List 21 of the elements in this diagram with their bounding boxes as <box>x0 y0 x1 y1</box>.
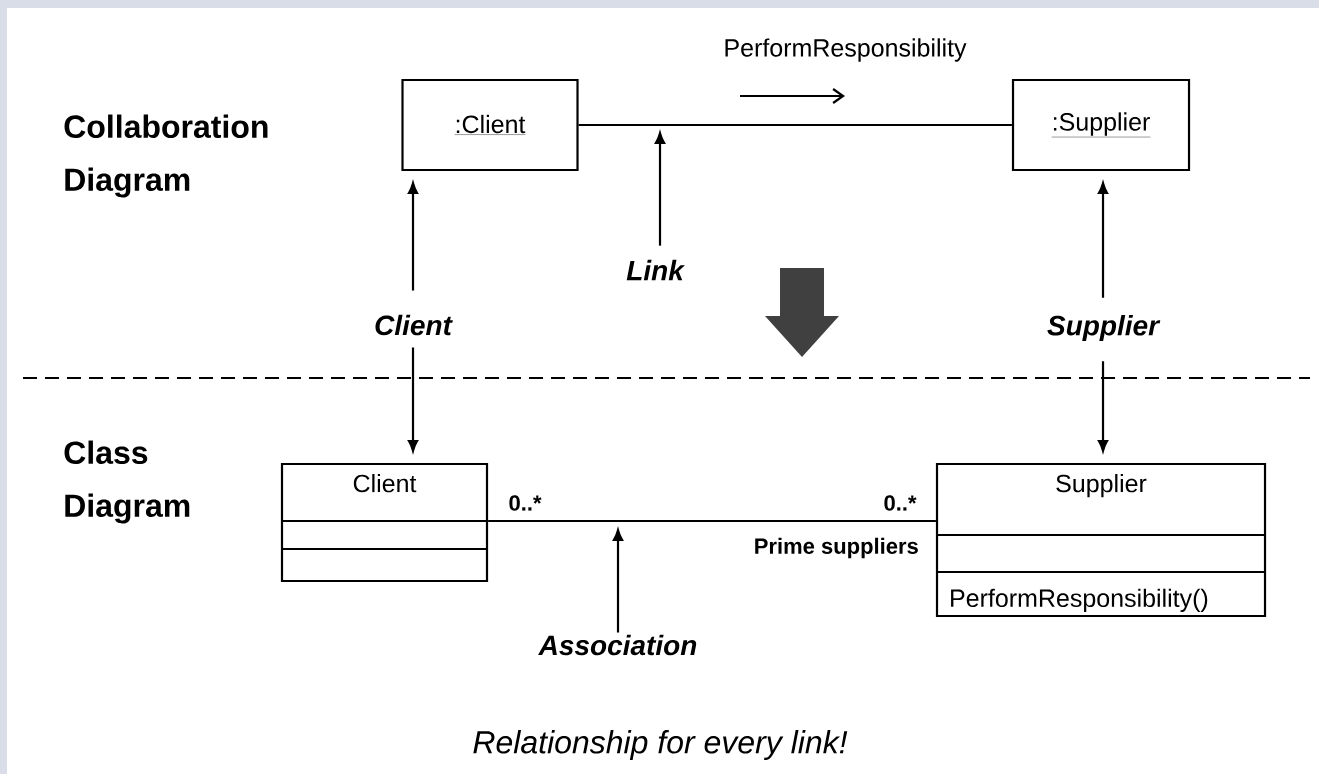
class-box: Supplier PerformResponsibility() <box>935 462 1267 618</box>
message-label: PerformResponsibility <box>721 36 969 64</box>
arrow <box>1097 182 1109 298</box>
multiplicity-label: 0..* <box>884 495 917 511</box>
class-box: Client <box>280 462 489 583</box>
role-label: Link <box>626 259 685 281</box>
object-box: :Supplier <box>1011 78 1191 172</box>
multiplicity-label: 0..* <box>509 495 542 511</box>
arrow <box>654 132 666 246</box>
caption: Relationship for every link! <box>473 730 848 760</box>
role-label: Supplier <box>1047 314 1161 342</box>
section-heading: Collaboration Diagram <box>64 114 268 198</box>
object-box: :Client <box>401 78 579 172</box>
arrow <box>1097 361 1109 452</box>
role-label: Client <box>375 314 453 336</box>
section-heading: Class Diagram <box>64 440 190 524</box>
arrow <box>612 529 624 633</box>
role-name: Prime suppliers <box>755 537 918 559</box>
arrow <box>407 182 419 291</box>
arrow <box>407 347 419 452</box>
role-label: Association <box>538 634 697 656</box>
